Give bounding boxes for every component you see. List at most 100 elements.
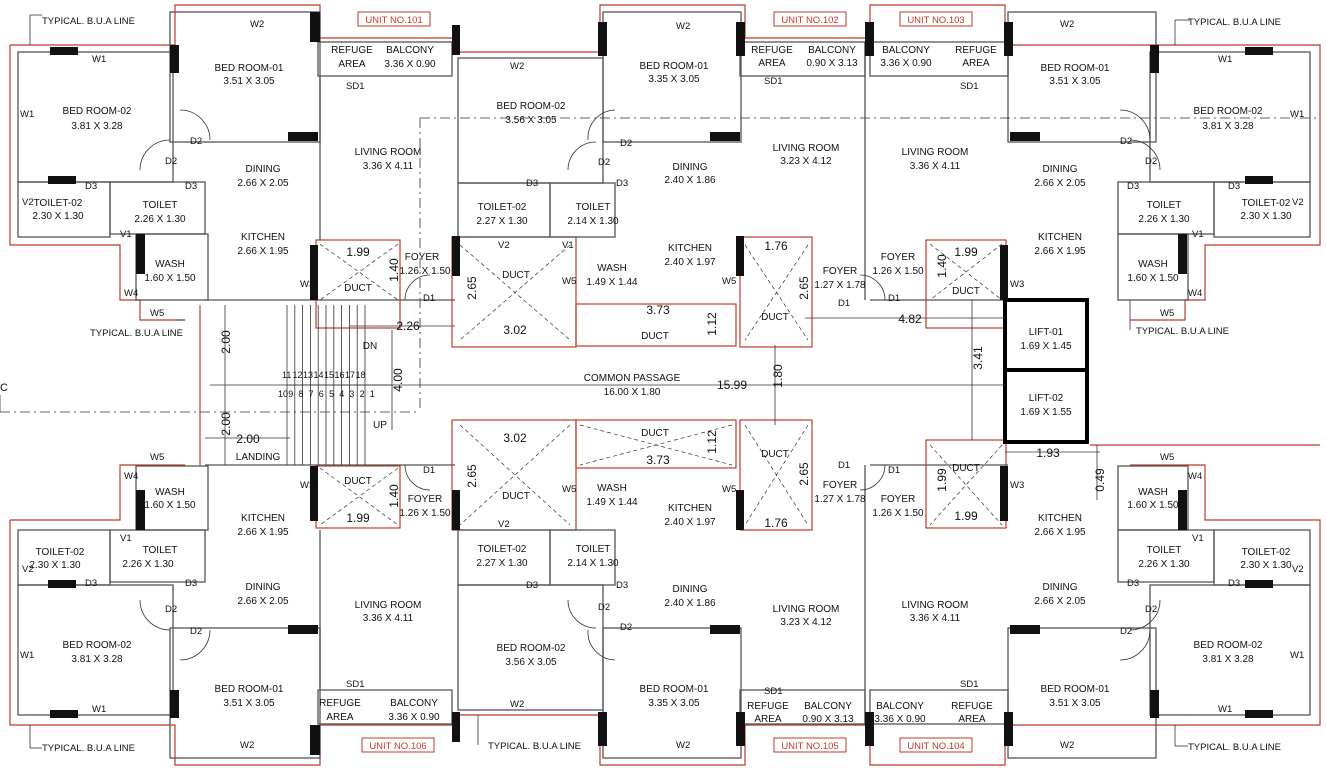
stair-step-number: 15 bbox=[324, 370, 334, 380]
room-name: TOILET-02 bbox=[478, 544, 527, 555]
door-swings bbox=[139, 109, 1161, 661]
tag: D2 bbox=[1120, 136, 1132, 147]
room-size: 3.23 X 4.12 bbox=[780, 156, 832, 167]
room-name: AREA bbox=[326, 712, 354, 723]
tag: D1 bbox=[888, 293, 900, 304]
room-name: KITCHEN bbox=[241, 513, 285, 524]
room-size: 2.26 X 1.30 bbox=[134, 214, 186, 225]
room-name: BED ROOM-02 bbox=[63, 106, 132, 117]
room-size: 3.36 X 0.90 bbox=[384, 59, 436, 70]
dim-text: 2.00 bbox=[236, 432, 260, 446]
dim-text: 3.02 bbox=[503, 323, 527, 337]
room-size: 3.36 X 4.11 bbox=[363, 613, 414, 624]
room-name: KITCHEN bbox=[1038, 232, 1082, 243]
room-size: 3.36 X 0.90 bbox=[388, 712, 440, 723]
room-size: 3.81 X 3.28 bbox=[1202, 654, 1254, 665]
room-name: DINING bbox=[673, 584, 708, 595]
stair-step-number: 16 bbox=[335, 370, 345, 380]
room-name: TOILET bbox=[1147, 200, 1182, 211]
dim-text: 2.26 bbox=[396, 319, 420, 333]
room-name: COMMON PASSAGE bbox=[584, 373, 681, 384]
room-name: AREA bbox=[754, 714, 782, 725]
columns bbox=[48, 12, 1273, 755]
dim-text: 4.82 bbox=[898, 312, 922, 326]
stair-step-number: 9 bbox=[288, 389, 293, 399]
room-name: TOILET bbox=[143, 200, 178, 211]
room-name: FOYER bbox=[408, 494, 442, 505]
bua-label: TYPICAL. B.U.A LINE bbox=[42, 743, 135, 754]
dim-text: 2.65 bbox=[465, 464, 479, 488]
room-name: TOILET-02 bbox=[1242, 198, 1291, 209]
tag: D3 bbox=[616, 580, 628, 591]
room-name: REFUGE bbox=[319, 698, 361, 709]
room-size: 1.60 X 1.50 bbox=[1127, 500, 1179, 511]
room-size: 2.66 X 1.95 bbox=[237, 527, 289, 538]
stair-step-number: 14 bbox=[314, 370, 324, 380]
dim-text: 1.40 bbox=[387, 484, 401, 508]
tag: SD1 bbox=[960, 81, 978, 92]
tag: D2 bbox=[190, 626, 202, 637]
room-name: BED ROOM-02 bbox=[497, 643, 566, 654]
room-name: BALCONY bbox=[808, 45, 856, 56]
tag: SD1 bbox=[346, 679, 364, 690]
dim-text: 1.12 bbox=[705, 430, 719, 454]
room-name: REFUGE bbox=[955, 45, 997, 56]
room-name: FOYER bbox=[405, 252, 439, 263]
dim-text: 4.00 bbox=[391, 368, 405, 392]
tag: W2 bbox=[1060, 19, 1074, 30]
tag: W3 bbox=[1010, 279, 1024, 290]
tag: D3 bbox=[185, 578, 197, 589]
room-name: LIVING ROOM bbox=[355, 600, 422, 611]
unit-105-label: UNIT NO.105 bbox=[781, 741, 838, 752]
room-size: 3.23 X 4.12 bbox=[780, 617, 832, 628]
tag: V2 bbox=[498, 519, 510, 530]
room-size: 2.66 X 1.95 bbox=[1034, 246, 1086, 257]
room-size: 3.36 X 4.11 bbox=[910, 613, 961, 624]
room-name: AREA bbox=[758, 58, 786, 69]
room-name: BED ROOM-01 bbox=[1041, 684, 1110, 695]
room-name: TOILET-02 bbox=[1242, 547, 1291, 558]
room-size: 2.66 X 2.05 bbox=[237, 596, 289, 607]
room-size: 2.40 X 1.97 bbox=[664, 257, 716, 268]
stair-step-number: 18 bbox=[356, 370, 366, 380]
room-name: BED ROOM-01 bbox=[1041, 63, 1110, 74]
stair-step-number: 2 bbox=[360, 389, 365, 399]
tag: W2 bbox=[240, 740, 254, 751]
bua-label: TYPICAL. B.U.A LINE bbox=[90, 328, 183, 339]
tag: D1 bbox=[838, 298, 850, 309]
room-name: TOILET bbox=[143, 545, 178, 556]
room-size: 3.35 X 3.05 bbox=[648, 698, 700, 709]
tag: D2 bbox=[620, 138, 632, 149]
tag: W2 bbox=[510, 699, 524, 710]
unit-104-label: UNIT NO.104 bbox=[907, 741, 964, 752]
tag: D2 bbox=[620, 622, 632, 633]
tag: W2 bbox=[1060, 740, 1074, 751]
room-size: 2.14 X 1.30 bbox=[567, 216, 619, 227]
room-name: DUCT bbox=[641, 331, 669, 342]
room-name: DINING bbox=[246, 582, 281, 593]
room-name: WASH bbox=[155, 259, 185, 270]
room-name: DUCT bbox=[344, 283, 372, 294]
room-size: 3.81 X 3.28 bbox=[71, 121, 123, 132]
tag: D3 bbox=[616, 178, 628, 189]
tag: W3 bbox=[300, 279, 314, 290]
room-size: 1.26 X 1.50 bbox=[399, 508, 451, 519]
room-size: 2.30 X 1.30 bbox=[1240, 560, 1292, 571]
room-size: 2.27 X 1.30 bbox=[476, 216, 528, 227]
tag: V1 bbox=[1192, 533, 1204, 544]
room-name: LIVING ROOM bbox=[902, 600, 969, 611]
room-size: 3.81 X 3.28 bbox=[71, 654, 123, 665]
tag: D1 bbox=[423, 465, 435, 476]
room-labels: BED ROOM-01 3.51 X 3.05 BED ROOM-02 3.81… bbox=[29, 45, 1292, 725]
dim-text: 3.02 bbox=[503, 431, 527, 445]
room-size: 2.26 X 1.30 bbox=[1138, 214, 1190, 225]
room-size: 2.27 X 1.30 bbox=[476, 558, 528, 569]
room-size: 3.36 X 0.90 bbox=[880, 58, 932, 69]
tag: W4 bbox=[124, 471, 138, 482]
stair-step-number: 10 bbox=[278, 389, 288, 399]
tag: W4 bbox=[124, 288, 138, 299]
tag: V2 bbox=[22, 197, 34, 208]
room-name: BED ROOM-02 bbox=[1194, 106, 1263, 117]
room-name: BALCONY bbox=[390, 698, 438, 709]
